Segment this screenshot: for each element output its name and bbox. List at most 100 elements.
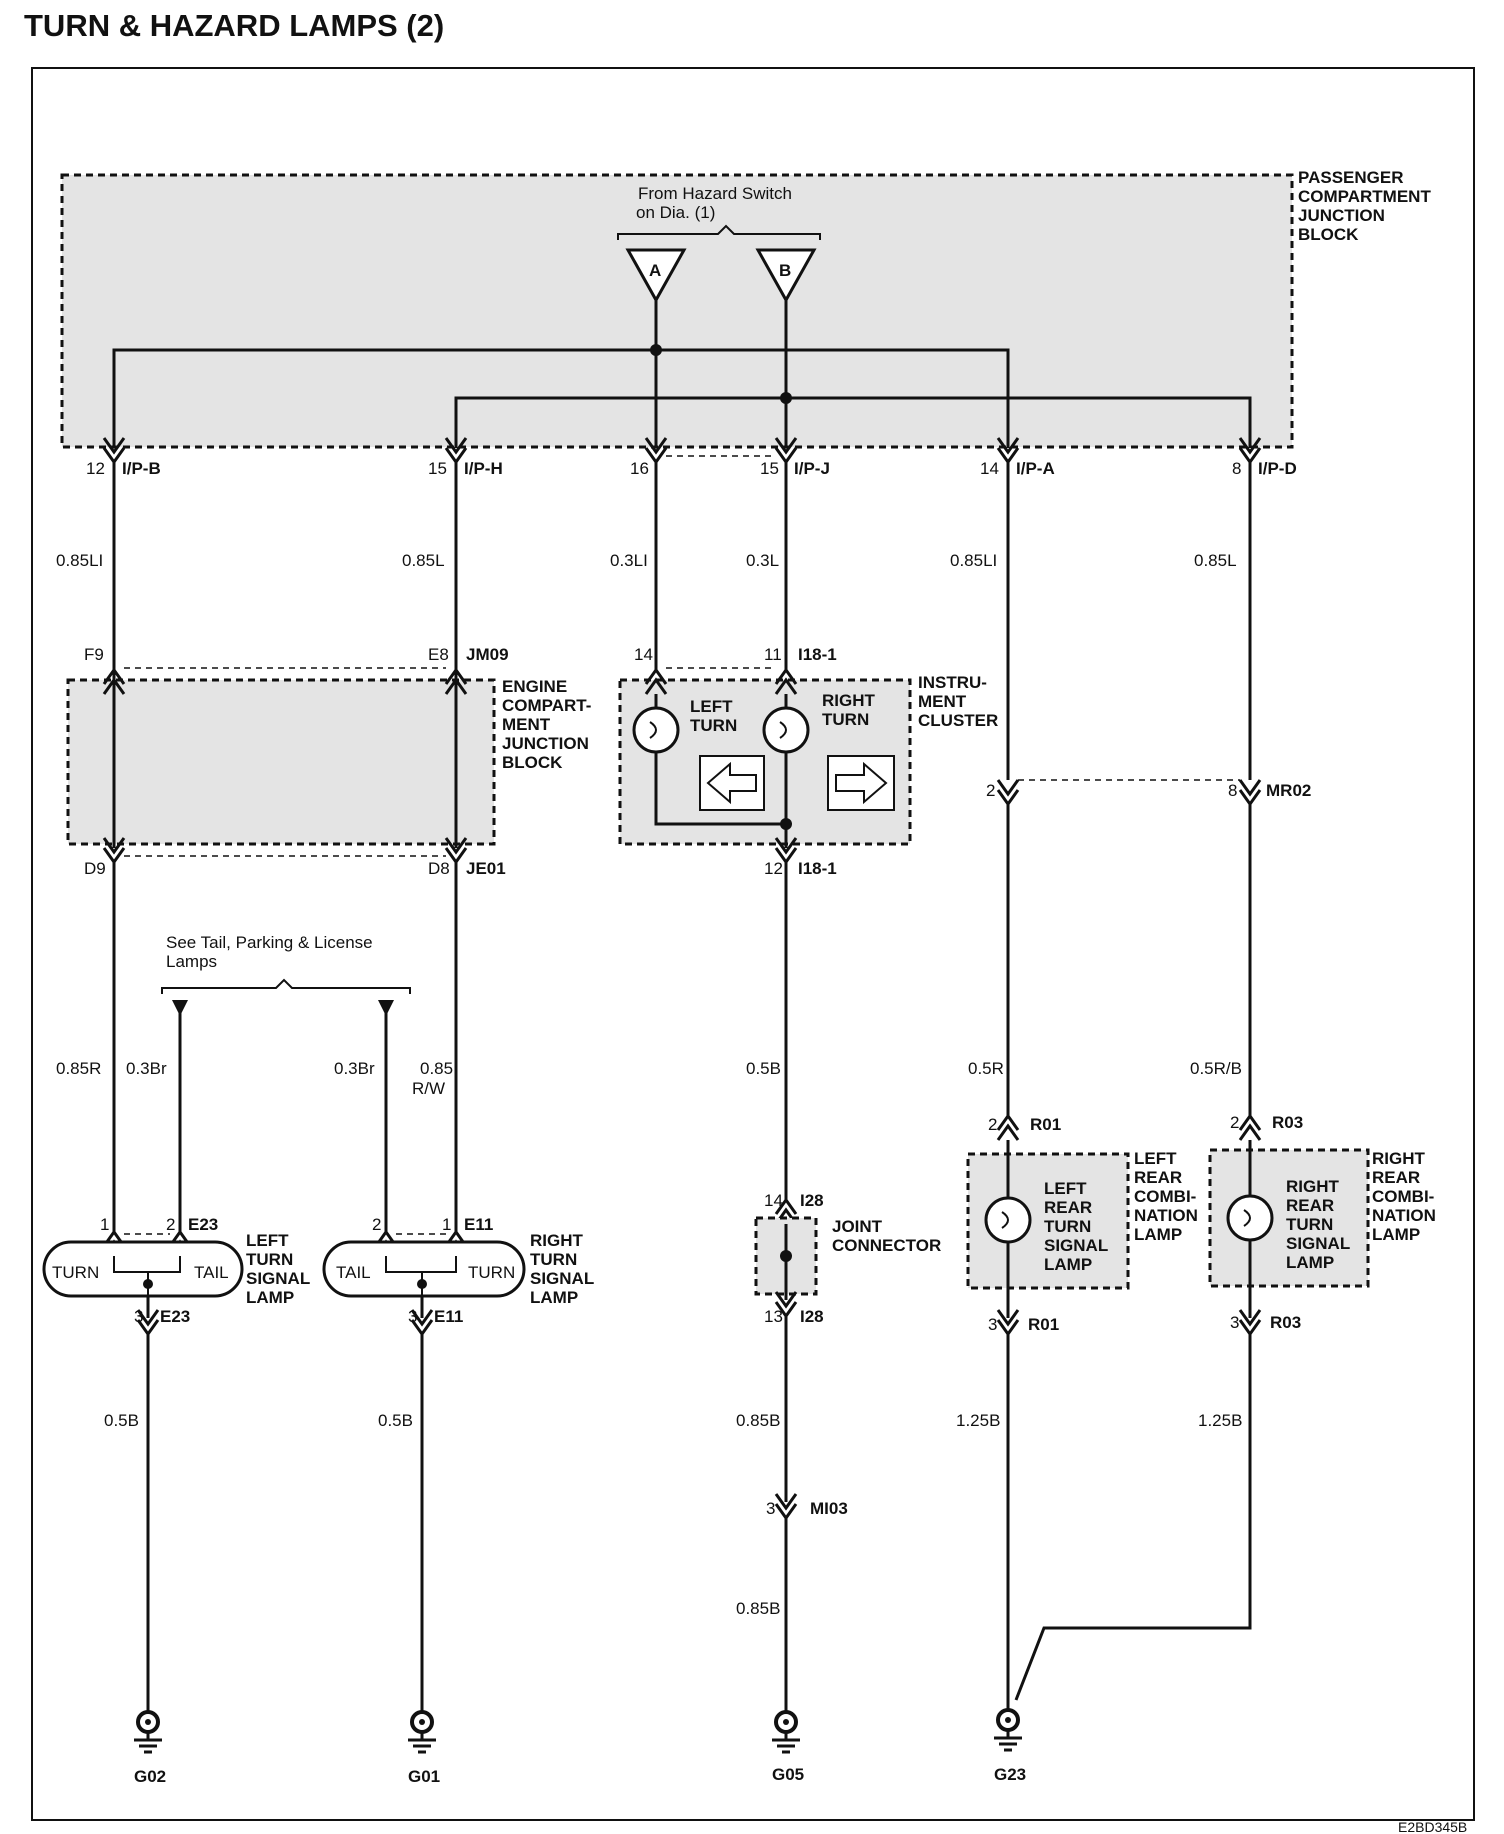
conn-i18-top: I18-1 xyxy=(798,645,837,664)
wire-label-1: 0.85LI xyxy=(56,551,103,570)
wire-label-4: 0.3L xyxy=(746,551,779,570)
pin-iph: 15 xyxy=(428,459,447,478)
page-title: TURN & HAZARD LAMPS (2) xyxy=(24,8,444,43)
ground-g05-label: G05 xyxy=(772,1765,804,1784)
instrument-cluster-label-3: CLUSTER xyxy=(918,711,998,730)
right-turn-label-1: RIGHT xyxy=(822,691,876,710)
pin-e11-3: 3 xyxy=(408,1307,417,1326)
left-rear-outer-1: LEFT xyxy=(1134,1149,1177,1168)
left-turn-signal-lamp xyxy=(42,1229,244,1337)
left-rear-inner-4: SIGNAL xyxy=(1044,1236,1108,1255)
conn-r01-bot: R01 xyxy=(1028,1315,1059,1334)
wire-label-8: 0.3Br xyxy=(126,1059,167,1078)
engine-compartment-junction-block xyxy=(66,667,496,865)
right-lamp-turn-text: TURN xyxy=(468,1263,515,1282)
conn-r03-bot: R03 xyxy=(1270,1313,1301,1332)
right-rear-inner-2: REAR xyxy=(1286,1196,1334,1215)
pin-i18-top-2: 11 xyxy=(764,645,782,664)
left-lamp-turn-text: TURN xyxy=(52,1263,99,1282)
right-turn-signal-lamp xyxy=(322,1229,526,1337)
right-lamp-label-4: LAMP xyxy=(530,1288,578,1307)
pin-ipj: 15 xyxy=(760,459,779,478)
wire-label-14: 0.5B xyxy=(104,1411,139,1430)
hazard-ref-b-triangle xyxy=(755,248,817,304)
left-rear-outer-4: NATION xyxy=(1134,1206,1198,1225)
upper-wires xyxy=(112,462,1252,780)
right-lamp-label-1: RIGHT xyxy=(530,1231,584,1250)
pin-r03-bot: 3 xyxy=(1230,1313,1239,1332)
pin-e11-1: 1 xyxy=(442,1215,451,1234)
pin-d9: D9 xyxy=(84,859,106,878)
pin-i18-bot: 12 xyxy=(764,859,783,878)
left-rear-inner-2: REAR xyxy=(1044,1198,1092,1217)
conn-ipa: I/P-A xyxy=(1016,459,1055,478)
pin-f9: F9 xyxy=(84,645,104,664)
right-rear-inner-3: TURN xyxy=(1286,1215,1333,1234)
tail-note-brace xyxy=(161,978,411,994)
hazard-note-brace xyxy=(617,224,821,240)
conn-e23-bottom: E23 xyxy=(160,1307,190,1326)
conn-ipb: I/P-B xyxy=(122,459,161,478)
ground-g05-icon xyxy=(772,1710,800,1754)
junction-internal-wiring xyxy=(112,300,1252,448)
tail-note-1: See Tail, Parking & License xyxy=(166,933,373,952)
left-lamp-tail-text: TAIL xyxy=(194,1263,229,1282)
left-lamp-label-3: SIGNAL xyxy=(246,1269,310,1288)
diagram-frame xyxy=(31,67,1475,1821)
wire-label-3: 0.3LI xyxy=(610,551,648,570)
pin-e23-2: 2 xyxy=(166,1215,175,1234)
left-lamp-label-4: LAMP xyxy=(246,1288,294,1307)
conn-e11-bottom: E11 xyxy=(434,1307,463,1326)
left-rear-inner-1: LEFT xyxy=(1044,1179,1087,1198)
left-turn-label-2: TURN xyxy=(690,716,737,735)
ground-wires xyxy=(146,1316,1252,1712)
conn-mr02: MR02 xyxy=(1266,781,1311,800)
pin-e23-1: 1 xyxy=(100,1215,109,1234)
pin-ipa: 14 xyxy=(980,459,999,478)
instrument-cluster-label-2: MENT xyxy=(918,692,967,711)
wire-label-13: 0.5R/B xyxy=(1190,1059,1242,1078)
conn-jm09: JM09 xyxy=(466,645,509,664)
right-rear-combination-lamp xyxy=(1208,1113,1370,1337)
conn-e23: E23 xyxy=(188,1215,218,1234)
engine-junction-label-2: COMPART- xyxy=(502,696,591,715)
pin-i28-top: 14 xyxy=(764,1191,783,1210)
hazard-switch-note-1: From Hazard Switch xyxy=(638,184,792,203)
pin-mi03: 3 xyxy=(766,1499,775,1518)
passenger-compartment-junction-block xyxy=(60,173,1294,449)
engine-junction-label-1: ENGINE xyxy=(502,677,567,696)
pin-e23-3: 3 xyxy=(134,1307,143,1326)
joint-connector-label-1: JOINT xyxy=(832,1217,883,1236)
instrument-cluster xyxy=(618,667,912,865)
right-lamp-label-2: TURN xyxy=(530,1250,577,1269)
conn-je01: JE01 xyxy=(466,859,506,878)
wire-label-5: 0.85LI xyxy=(950,551,997,570)
pin-r01-top: 2 xyxy=(988,1115,997,1134)
pin-i18-top-1: 14 xyxy=(634,645,653,664)
right-rear-outer-2: REAR xyxy=(1372,1168,1420,1187)
left-rear-combination-lamp xyxy=(966,1113,1130,1337)
wire-label-9: 0.3Br xyxy=(334,1059,375,1078)
pin-e8: E8 xyxy=(428,645,449,664)
pin-d8: D8 xyxy=(428,859,450,878)
conn-i18-bot: I18-1 xyxy=(798,859,837,878)
wire-label-10b: R/W xyxy=(412,1079,445,1098)
wire-label-2: 0.85L xyxy=(402,551,445,570)
pin-16: 16 xyxy=(630,459,649,478)
conn-ipd: I/P-D xyxy=(1258,459,1297,478)
passenger-junction-label-2: COMPARTMENT xyxy=(1298,187,1431,206)
hazard-ref-a-triangle xyxy=(625,248,687,304)
lower-wires xyxy=(112,804,1252,1232)
ground-g01-label: G01 xyxy=(408,1767,440,1786)
conn-iph: I/P-H xyxy=(464,459,503,478)
wire-label-10a: 0.85 xyxy=(420,1059,453,1078)
right-rear-inner-5: LAMP xyxy=(1286,1253,1334,1272)
right-lamp-tail-text: TAIL xyxy=(336,1263,371,1282)
engine-junction-label-4: JUNCTION xyxy=(502,734,589,753)
right-rear-outer-5: LAMP xyxy=(1372,1225,1420,1244)
pin-r01-bot: 3 xyxy=(988,1315,997,1334)
joint-connector-label-2: CONNECTOR xyxy=(832,1236,941,1255)
pin-i28-bot: 13 xyxy=(764,1307,783,1326)
pin-mr-left: 2 xyxy=(986,781,995,800)
left-rear-outer-2: REAR xyxy=(1134,1168,1182,1187)
